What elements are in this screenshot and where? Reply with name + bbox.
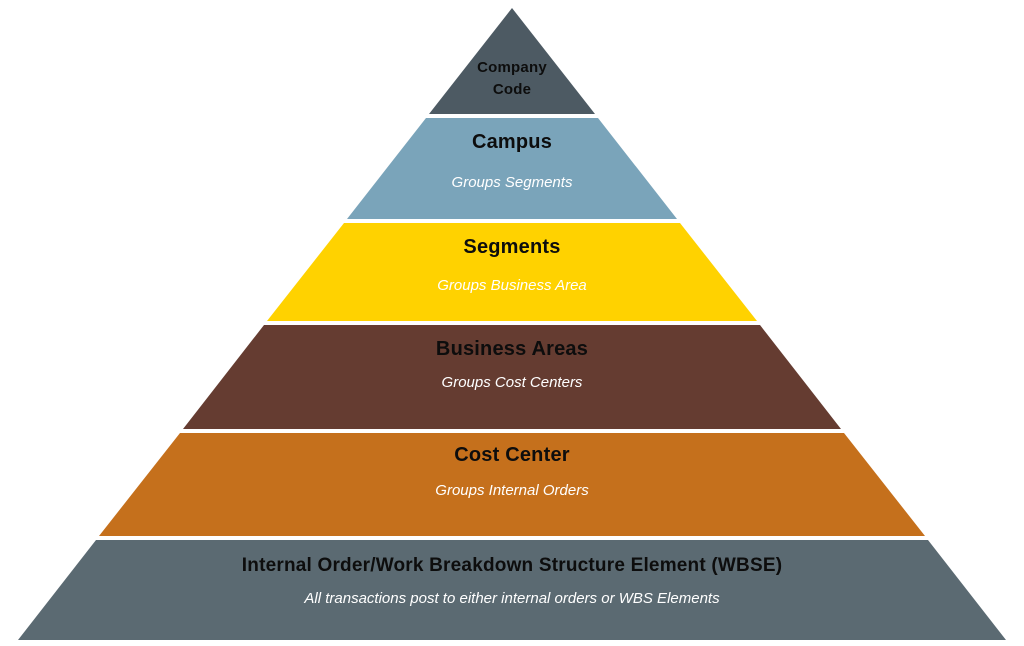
pyramid-layer-segments-shape [267,223,757,321]
pyramid-layer-campus-shape [347,118,677,219]
pyramid-layer-business-areas-shape [183,325,841,429]
pyramid-layer-wbse-shape [18,540,1006,640]
pyramid-layer-cost-center-shape [99,433,925,536]
pyramid-layer-company-code-shape [429,8,595,114]
